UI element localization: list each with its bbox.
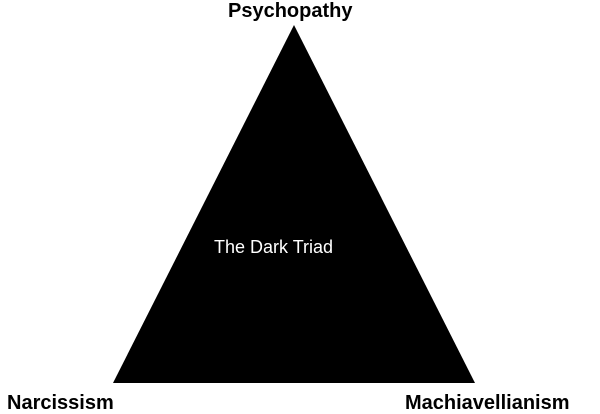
- diagram-title: The Dark Triad: [214, 237, 334, 257]
- triangle-polygon: [113, 25, 475, 383]
- vertex-label-bottom-left: Narcissism: [7, 392, 114, 414]
- triangle-shape: [113, 25, 475, 383]
- vertex-label-top: Psychopathy: [228, 0, 353, 22]
- vertex-label-bottom-right: Machiavellianism: [405, 392, 570, 414]
- dark-triad-diagram: Psychopathy The Dark Triad Narcissism Ma…: [7, 0, 570, 413]
